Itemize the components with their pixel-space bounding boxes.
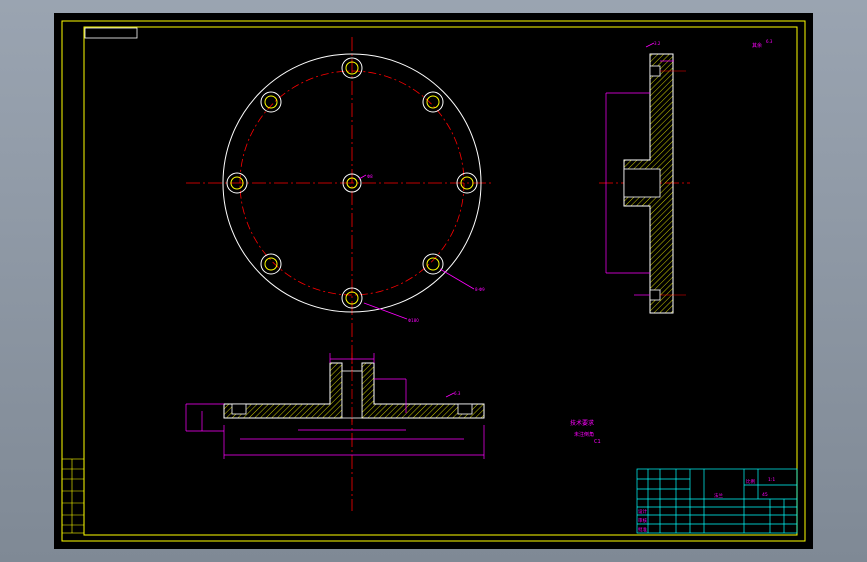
front-view[interactable]: Φ8 8-Φ9 Φ180 bbox=[186, 37, 494, 511]
cad-drawing: Φ8 8-Φ9 Φ180 3.2 其余 6.3 bbox=[61, 20, 806, 542]
scale-value: 1:1 bbox=[768, 477, 775, 483]
roughness-value: 6.3 bbox=[766, 39, 773, 44]
checked-label: 审核 bbox=[638, 517, 647, 524]
leader-label-2: Φ180 bbox=[408, 318, 419, 323]
section-counterbore-left bbox=[231, 403, 247, 415]
center-hole-label: Φ8 bbox=[367, 174, 373, 179]
bolt-hole bbox=[456, 172, 478, 194]
flange-outer-circle bbox=[222, 53, 482, 313]
side-dimensions bbox=[605, 42, 674, 296]
side-strip-table bbox=[61, 458, 85, 534]
bolt-holes bbox=[226, 57, 478, 309]
center-hole-outer bbox=[342, 173, 362, 193]
material: 45 bbox=[762, 492, 768, 498]
side-counterbore-top bbox=[649, 65, 661, 77]
title-block-text: 法兰 比例 1:1 45 设计 审核 批准 bbox=[638, 477, 775, 533]
roughness-label: 其余 bbox=[752, 42, 762, 49]
inner-frame bbox=[83, 26, 798, 536]
approved-label: 批准 bbox=[638, 526, 647, 533]
side-counterbore-bottom bbox=[649, 289, 661, 301]
center-hole-leader bbox=[358, 174, 367, 180]
drawn-label: 设计 bbox=[638, 508, 647, 515]
notes-title: 技术要求 bbox=[570, 419, 594, 427]
center-hole-inner bbox=[346, 177, 358, 189]
bolt-circle bbox=[239, 70, 465, 296]
leader-line-2 bbox=[363, 302, 408, 320]
drawing-canvas[interactable]: Φ8 8-Φ9 Φ180 3.2 其余 6.3 bbox=[54, 13, 813, 549]
title-block bbox=[636, 468, 798, 534]
bolt-hole bbox=[260, 91, 282, 113]
side-bore bbox=[623, 168, 661, 198]
part-name: 法兰 bbox=[714, 492, 723, 499]
section-dimensions bbox=[185, 353, 485, 459]
bolt-hole bbox=[422, 253, 444, 275]
bolt-hole bbox=[260, 253, 282, 275]
notes-line-1: 未注倒角 bbox=[574, 431, 594, 438]
leader-label-1: 8-Φ9 bbox=[475, 287, 485, 292]
section-roughness: 6.3 bbox=[454, 391, 461, 396]
side-view[interactable]: 3.2 bbox=[599, 41, 690, 314]
bolt-hole bbox=[422, 91, 444, 113]
bolt-hole bbox=[341, 287, 363, 309]
technical-notes: 技术要求 未注倒角 C1 bbox=[570, 419, 601, 445]
bolt-hole bbox=[341, 57, 363, 79]
outer-frame bbox=[61, 20, 806, 542]
section-hatch-left bbox=[223, 362, 343, 419]
section-view[interactable]: 6.3 bbox=[185, 353, 485, 459]
scale-label: 比例 bbox=[746, 478, 755, 485]
side-roughness: 3.2 bbox=[654, 41, 661, 46]
bolt-hole bbox=[226, 172, 248, 194]
leader-line-1 bbox=[439, 268, 475, 290]
drawing-number-box bbox=[84, 27, 138, 39]
notes-line-2: C1 bbox=[594, 439, 601, 445]
section-counterbore-right bbox=[457, 403, 473, 415]
